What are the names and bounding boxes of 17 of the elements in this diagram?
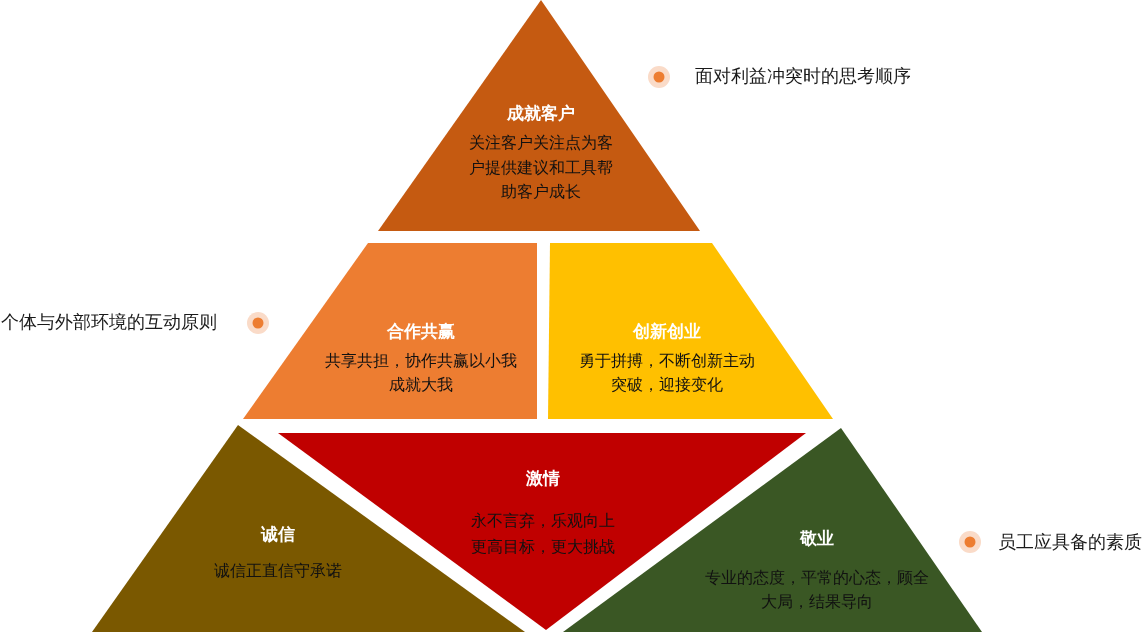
section-title: 合作共赢 xyxy=(387,320,455,342)
section-title: 创新创业 xyxy=(633,320,701,342)
section-description: 勇于拼搏，不断创新主动突破，迎接变化 xyxy=(578,350,756,396)
side-label: 个体与外部环境的互动原则 xyxy=(1,311,217,334)
trapezoid-section xyxy=(548,243,833,419)
section-title: 诚信 xyxy=(261,523,295,545)
section-description: 永不言弃，乐观向上更高目标，更大挑战 xyxy=(470,510,616,558)
side-label: 面对利益冲突时的思考顺序 xyxy=(695,65,911,88)
section-title: 成就客户 xyxy=(507,102,575,124)
section-description: 专业的态度，平常的心态，顾全大局，结果导向 xyxy=(704,567,930,613)
section-title: 激情 xyxy=(526,467,560,489)
trapezoid-section xyxy=(243,243,537,419)
section-description: 关注客户关注点为客户提供建议和工具帮助客户成长 xyxy=(468,132,614,203)
side-label: 员工应具备的素质 xyxy=(998,531,1142,554)
section-title: 敬业 xyxy=(800,527,834,549)
section-description: 诚信正直信守承诺 xyxy=(214,560,342,582)
section-description: 共享共担，协作共赢以小我成就大我 xyxy=(324,350,518,396)
